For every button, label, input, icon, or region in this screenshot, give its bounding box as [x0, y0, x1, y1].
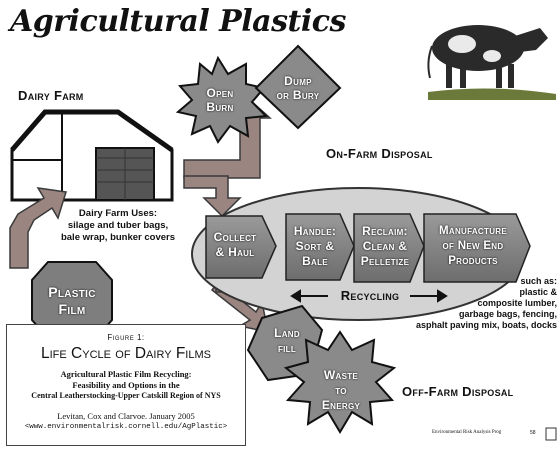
- uses-line-1: Dairy Farm Uses:: [78, 208, 158, 219]
- figure-title: Life Cycle of Dairy Films: [41, 345, 211, 362]
- figure-url: <www.environmentalrisk.cornell.edu/AgPla…: [24, 423, 228, 431]
- landfill-label: Land fill: [262, 326, 312, 356]
- step-1-line-2: & Haul: [215, 245, 255, 259]
- step-2-line-1: Handle:: [293, 224, 337, 238]
- figure-caption-box: Figure 1: Life Cycle of Dairy Films Agri…: [6, 324, 246, 446]
- recycling-double-arrow: [290, 289, 448, 303]
- collect-haul-box: [205, 215, 277, 279]
- footer-page-number: 58: [530, 430, 536, 436]
- cow-icon: [426, 8, 558, 100]
- step-handle: Handle: Sort & Bale: [284, 224, 346, 269]
- dump-bury-line-1: Dump: [284, 74, 312, 88]
- figure-authors: Levitan, Cox and Clarvoe. January 2005: [57, 411, 195, 421]
- figure-sub-2: Feasibility and Options in the: [72, 380, 180, 390]
- plastic-film-line-1: Plastic: [48, 284, 96, 300]
- step-4-line-3: Products: [448, 255, 498, 267]
- figure-sub-1: Agricultural Plastic Film Recycling:: [60, 369, 192, 379]
- dairy-farm-uses: Dairy Farm Uses: silage and tuber bags, …: [52, 208, 184, 244]
- landfill-line-2: fill: [277, 341, 297, 355]
- step-collect-haul: Collect & Haul: [204, 230, 266, 260]
- open-burn-starburst: [175, 55, 269, 144]
- step-manufacture: Manufacture of New End Products: [424, 224, 522, 269]
- such-as-line-5: asphalt paving mix, boats, docks: [415, 320, 557, 330]
- logo-icon: [545, 427, 557, 441]
- dump-bury-line-2: or Bury: [276, 88, 320, 102]
- waste-energy-line-1: Waste: [323, 368, 359, 382]
- step-4-line-2: of New End: [442, 240, 504, 252]
- open-burn-line-1: Open: [206, 86, 234, 100]
- waste-energy-line-3: Energy: [321, 398, 361, 412]
- off-farm-disposal-label: Off-Farm Disposal: [402, 384, 514, 399]
- open-burn-line-2: Burn: [206, 100, 234, 114]
- such-as-line-2: plastic &: [519, 287, 557, 297]
- dump-bury-diamond: [254, 44, 342, 130]
- such-as-line-1: such as:: [520, 276, 557, 286]
- recycling-step-boxes: [205, 213, 531, 283]
- manufacture-box: [423, 213, 531, 283]
- step-3-line-3: Pelletize: [360, 254, 410, 268]
- step-reclaim: Reclaim: Clean & Pelletize: [352, 224, 418, 269]
- such-as-line-3: composite lumber,: [477, 298, 557, 308]
- uses-line-2: silage and tuber bags,: [67, 220, 169, 231]
- such-as-line-4: garbage bags, fencing,: [458, 309, 557, 319]
- footer-note: Environmental Risk Analysis Prog: [432, 430, 502, 435]
- landfill-line-1: Land: [274, 326, 300, 340]
- handle-box: [285, 213, 355, 281]
- waste-energy-starburst: [283, 330, 397, 434]
- step-3-line-2: Clean &: [362, 239, 408, 253]
- step-4-line-1: Manufacture: [439, 225, 507, 237]
- dump-bury-label: Dump or Bury: [262, 74, 334, 102]
- end-products-list: such as: plastic & composite lumber, gar…: [416, 276, 557, 331]
- plastic-film-line-2: Film: [58, 301, 86, 317]
- step-2-line-3: Bale: [302, 254, 328, 268]
- figure-sub-3: Central Leatherstocking-Upper Catskill R…: [31, 391, 221, 400]
- waste-energy-line-2: to: [335, 383, 347, 397]
- recycling-label: Recycling: [340, 288, 400, 303]
- on-farm-disposal-label: On-Farm Disposal: [326, 146, 433, 161]
- waste-energy-label: Waste to Energy: [312, 368, 370, 413]
- step-2-line-2: Sort &: [295, 239, 335, 253]
- step-1-line-1: Collect: [213, 230, 257, 244]
- figure-number: Figure 1:: [107, 333, 145, 342]
- reclaim-box: [353, 213, 425, 283]
- plastic-film-label: Plastic Film: [32, 284, 112, 318]
- page-title: Agricultural Plastics: [10, 4, 346, 39]
- uses-line-3: bale wrap, bunker covers: [60, 232, 176, 243]
- open-burn-label: Open Burn: [192, 86, 248, 114]
- dairy-farm-label: Dairy Farm: [18, 88, 84, 103]
- barn-icon: [10, 109, 174, 202]
- step-3-line-1: Reclaim:: [362, 224, 408, 238]
